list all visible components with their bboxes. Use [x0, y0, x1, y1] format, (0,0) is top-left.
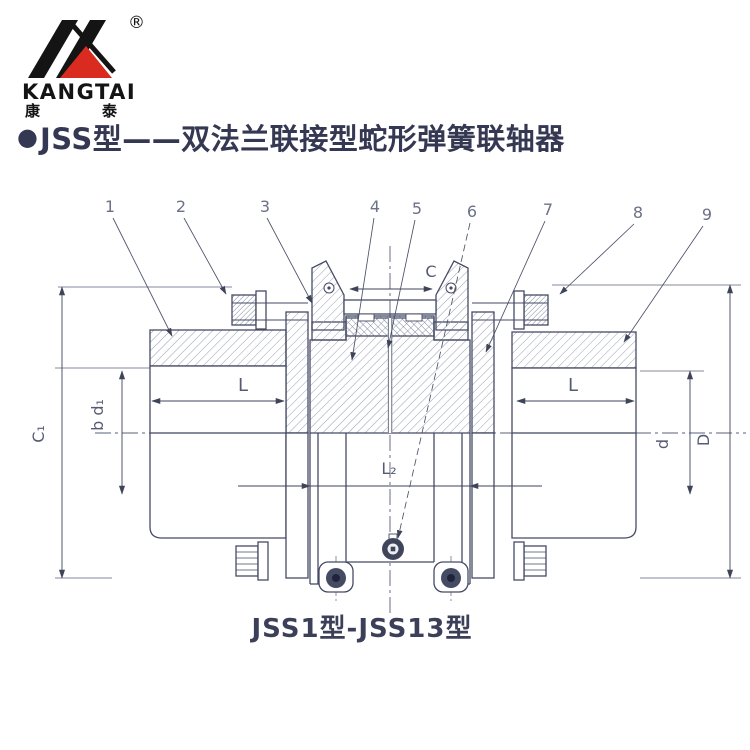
- callout-number-7: 7: [543, 200, 553, 219]
- right-hub-exterior: [511, 433, 637, 539]
- leader-2: [183, 217, 227, 295]
- cover-left-section: [311, 260, 345, 331]
- kangtai-logo: ® KANGTAI 康泰: [22, 13, 162, 118]
- dim-label-l-left: L: [238, 375, 248, 396]
- dim-label-l-right: L: [568, 375, 578, 396]
- leader-9: [623, 225, 704, 343]
- right-flange-ring-section: [471, 311, 495, 434]
- kangtai-logo-mark: [28, 20, 116, 78]
- registered-mark: ®: [128, 13, 145, 33]
- dim-label-c1: C₁: [29, 425, 48, 443]
- callout-numbers: 1 2 3 4 5 6 7 8 9: [105, 197, 712, 224]
- logo-red-triangle: [60, 46, 112, 78]
- callout-number-2: 2: [176, 197, 186, 216]
- right-hub-section: [511, 331, 637, 369]
- right-bolt-nut: [523, 294, 549, 326]
- leader-3: [266, 217, 313, 304]
- outline-parts: [149, 282, 637, 593]
- callout-number-1: 1: [105, 197, 115, 216]
- callout-number-5: 5: [412, 199, 422, 218]
- cover-right-section: [435, 260, 469, 331]
- callout-number-8: 8: [633, 203, 643, 222]
- dim-label-d: d: [653, 439, 672, 449]
- logo-brand-text: KANGTAI: [22, 80, 136, 104]
- dim-label-D-big: D: [694, 434, 713, 446]
- left-flange-ring-exterior: [285, 432, 309, 579]
- leader-4: [350, 217, 375, 361]
- callout-leaders: [112, 217, 704, 539]
- extension-lines: [55, 284, 741, 579]
- callout-number-9: 9: [702, 205, 712, 224]
- leader-7: [485, 220, 546, 353]
- leader-6: [396, 222, 471, 539]
- dimension-lines: [58, 284, 734, 579]
- section-title: ● JSS型——双法兰联接型蛇形弹簧联轴器: [17, 116, 733, 158]
- dim-label-c: C: [425, 262, 436, 281]
- left-hub-bore-band: [149, 365, 287, 434]
- logo-brand-cn: 康泰: [25, 102, 162, 118]
- left-bottom-bolt: [235, 545, 259, 577]
- callout-number-6: 6: [467, 202, 477, 221]
- dim-label-b-d1: b d₁: [88, 399, 107, 431]
- callout-number-4: 4: [370, 197, 380, 216]
- leader-8: [559, 223, 635, 295]
- right-flange-ring-exterior: [471, 432, 495, 579]
- leader-1: [112, 217, 173, 337]
- left-hub-section: [149, 329, 287, 367]
- leader-5: [386, 219, 416, 349]
- dim-label-l2: L₂: [381, 459, 396, 478]
- figure-caption: JSS1型-JSS13型: [251, 614, 473, 644]
- dimension-labels: C L L L₂ C₁ b d₁ d D: [29, 262, 713, 478]
- right-bottom-bolt: [523, 545, 547, 577]
- title-text: JSS型——双法兰联接型蛇形弹簧联轴器: [39, 122, 565, 156]
- title-bullet-icon: ●: [17, 123, 38, 151]
- callout-number-3: 3: [260, 197, 270, 216]
- left-hub-exterior: [149, 433, 287, 539]
- left-bolt-nut: [231, 294, 257, 326]
- right-bolt-washer: [513, 290, 525, 330]
- left-flange-ring-section: [285, 311, 309, 434]
- left-bolt-washer: [255, 290, 267, 330]
